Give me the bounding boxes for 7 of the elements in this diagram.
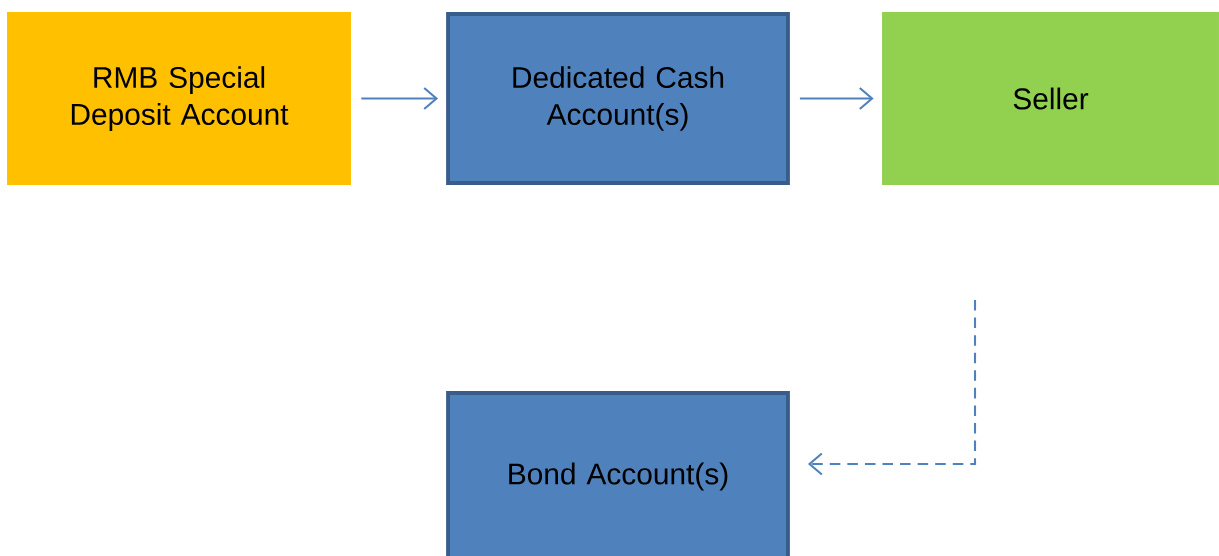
account-box: Dedicated Cash Account(s) [446, 12, 790, 185]
arrow [807, 300, 977, 476]
arrow [799, 87, 874, 110]
account-box: Bond Account(s) [446, 391, 790, 556]
account-box: RMB Special Deposit Account [7, 12, 351, 185]
arrow [361, 87, 439, 110]
account-box: Seller [882, 12, 1219, 185]
